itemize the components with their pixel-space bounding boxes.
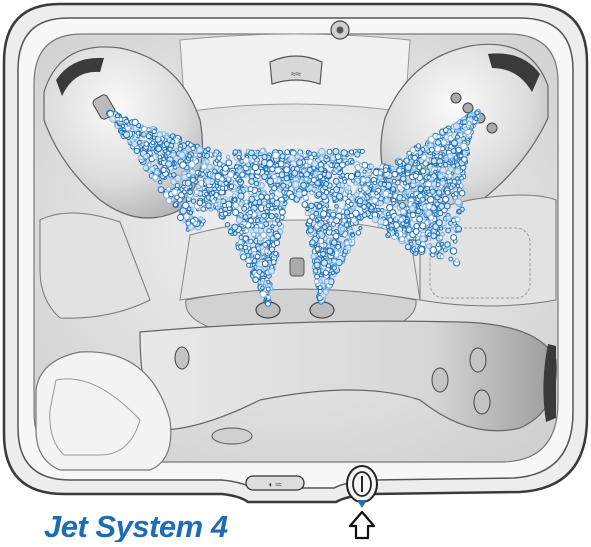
up-arrow-icon [350, 512, 374, 538]
control-valve-icon[interactable] [347, 466, 377, 508]
svg-text:≈≈: ≈≈ [291, 69, 301, 79]
svg-text:◐ ═: ◐ ═ [269, 480, 282, 489]
diagram-caption: Jet System 4 [44, 505, 304, 542]
